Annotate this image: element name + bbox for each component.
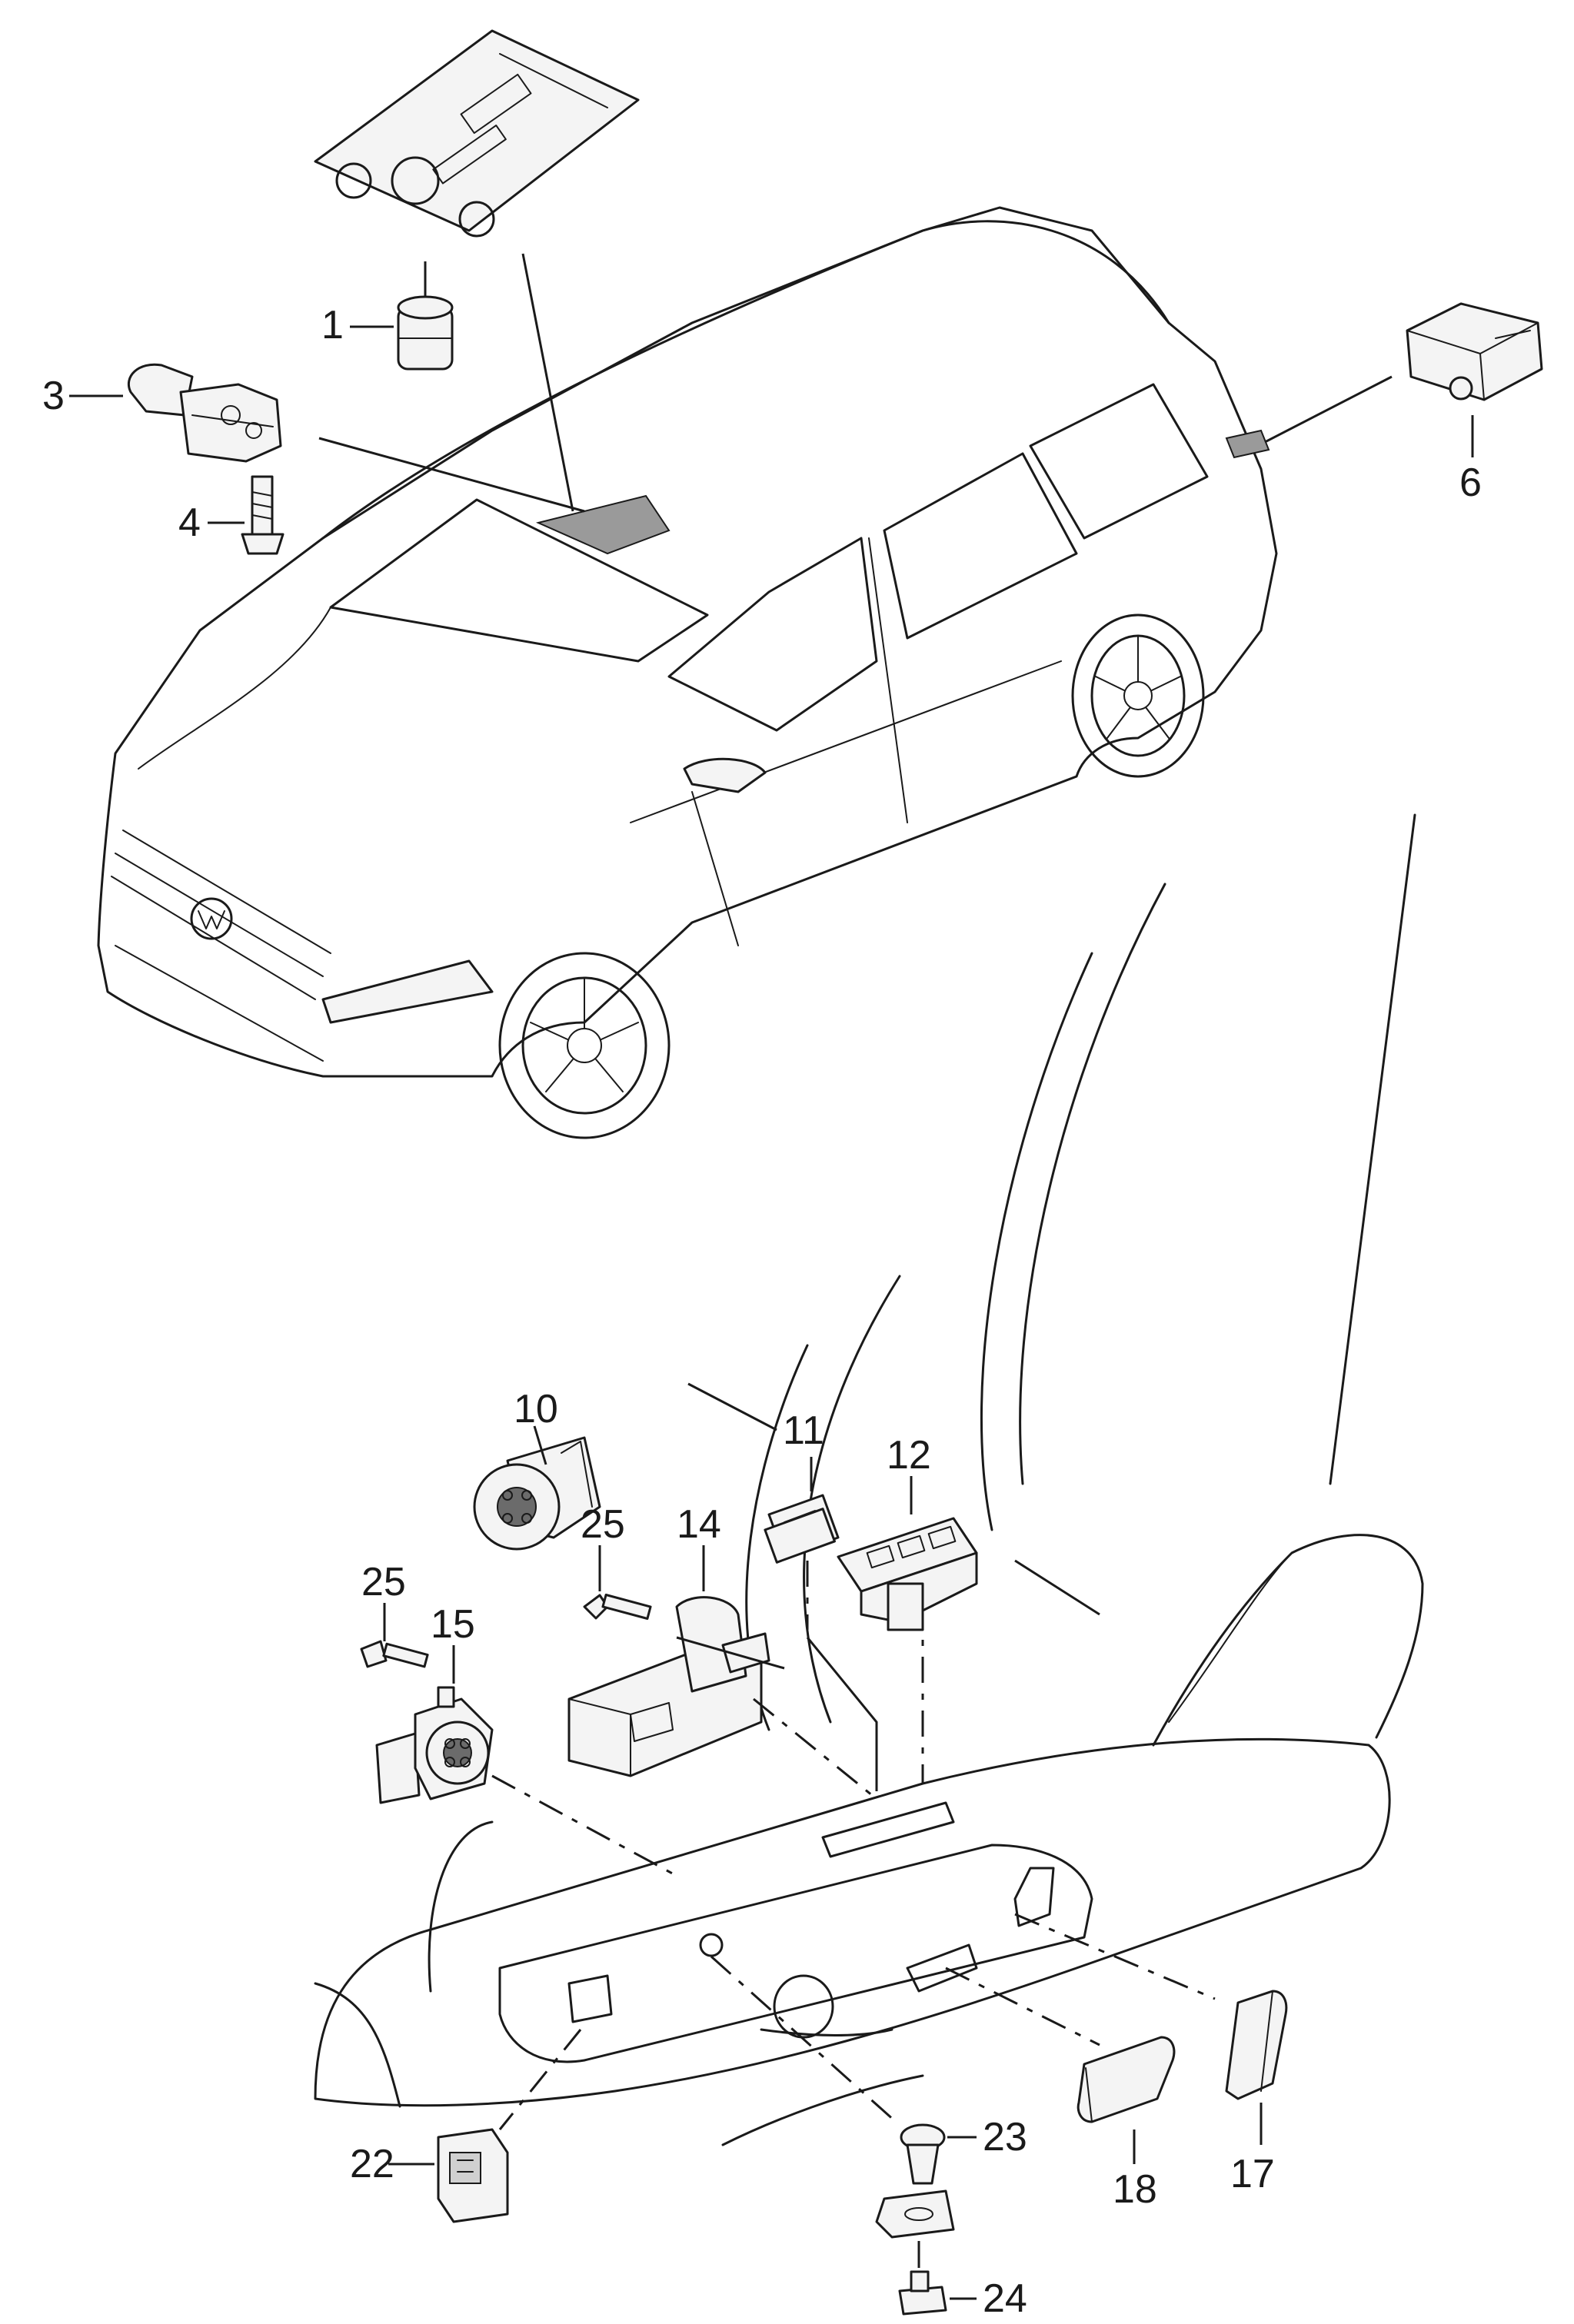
- car-body-outline: [97, 206, 1278, 1078]
- part-25-screw-upper: [583, 1594, 652, 1620]
- callout-11: 14: [677, 1502, 721, 1547]
- car-front-window: [667, 537, 878, 732]
- part-17-trim-cap: [1225, 1990, 1288, 2100]
- callout-22: 22: [350, 2142, 394, 2186]
- callout-6: 6: [1459, 460, 1482, 505]
- part-3-sensor: [127, 363, 282, 463]
- part-12-adjustment-switch: [375, 1686, 494, 1804]
- part-22-switch: [437, 2128, 509, 2223]
- callout-12: 15: [431, 1602, 475, 1647]
- seat-recliner-opening: [1013, 1867, 1055, 1927]
- part-14-memory-switch: [764, 1494, 840, 1564]
- rear-module-location: [1225, 429, 1270, 459]
- car-side-mirror: [683, 757, 767, 793]
- front-wheel: [498, 952, 671, 1139]
- part-6-control-module: [1406, 302, 1543, 401]
- part-18-lever-cap: [1077, 2036, 1176, 2123]
- seat-backrest-outline: [1152, 1534, 1424, 1747]
- callout-14: 11: [783, 1408, 824, 1453]
- seat-lever-opening: [906, 1943, 978, 1993]
- vw-logo: [190, 897, 233, 940]
- callout-1: 1: [321, 303, 344, 347]
- roof-module-location: [535, 494, 671, 555]
- callout-17: 17: [1230, 2152, 1275, 2196]
- callout-4: 4: [178, 500, 201, 545]
- part-4-screw: [241, 475, 285, 555]
- callout-24: 23: [983, 2115, 1027, 2159]
- callout-25-upper: 25: [581, 1502, 625, 1547]
- callout-15: 10: [514, 1387, 558, 1431]
- callout-18: 18: [1113, 2167, 1157, 2212]
- rear-wheel: [1071, 613, 1205, 778]
- callout-10: 12: [887, 1433, 931, 1478]
- part-24-clip: [900, 2123, 946, 2185]
- part-10-seat-control-switch: [837, 1517, 978, 1631]
- callout-3: 3: [42, 374, 65, 418]
- car-windshield: [329, 498, 709, 663]
- seat-cushion-outline: [314, 1737, 1391, 2107]
- part-15-adjustment-switch: [473, 1436, 601, 1551]
- seat-switch-opening: [821, 1801, 955, 1858]
- part-11-seat-control-module: [567, 1596, 770, 1777]
- callout-25-left: 25: [361, 1560, 406, 1604]
- part-1-lamp-socket: [397, 261, 454, 371]
- callout-23: 24: [983, 2276, 1027, 2321]
- seat-clip-hole: [699, 1933, 724, 1957]
- part-25-screw-left: [360, 1640, 429, 1668]
- car-illustration: [97, 206, 1278, 1139]
- car-quarter-window: [1029, 383, 1209, 540]
- seat-side-trim: [498, 1844, 1093, 2063]
- seat-knob-opening: [773, 1974, 834, 2039]
- part-23-retainer: [875, 2189, 955, 2316]
- overhead-console-panel: [314, 29, 640, 238]
- seat-illustration: [314, 813, 1424, 2146]
- car-roof-line: [321, 220, 1170, 540]
- car-rear-window: [883, 452, 1078, 640]
